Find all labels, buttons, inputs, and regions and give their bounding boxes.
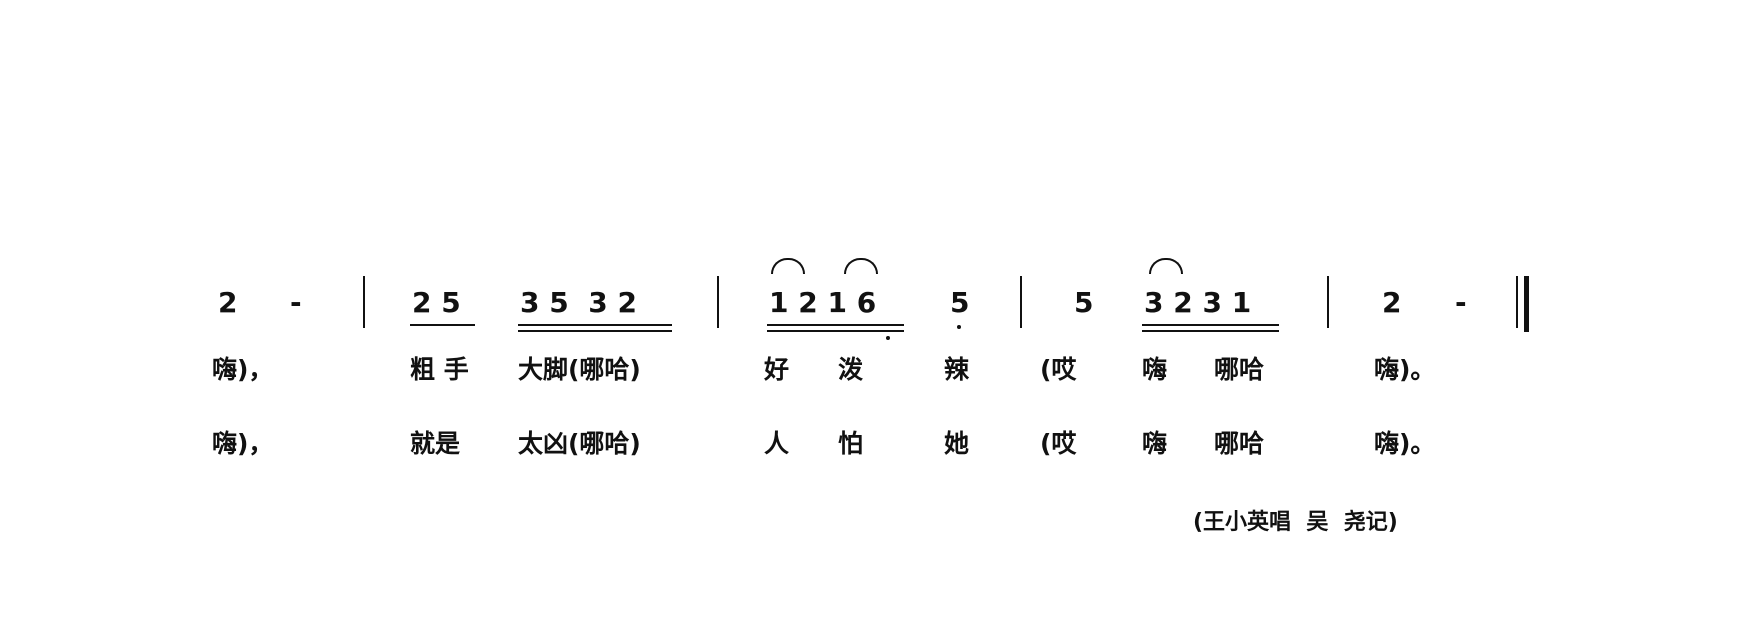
lyric-v1-b: 粗 手 — [410, 355, 469, 384]
barline-2 — [717, 276, 719, 328]
underline-3532-b — [518, 330, 672, 332]
underline-3231-b — [1142, 330, 1279, 332]
lyric-v2-d: 人 — [764, 429, 790, 458]
note-m1-1: 2 — [218, 286, 238, 319]
underline-1216-a — [767, 324, 904, 326]
lyric-v2-e: 怕 — [838, 429, 864, 458]
note-group-1216: 1 2 1 6 — [769, 286, 877, 319]
lyric-v1-f: 辣 — [944, 355, 970, 384]
lyric-v1-i: 哪哈 — [1214, 355, 1265, 384]
lyric-v2-h: 嗨 — [1142, 429, 1168, 458]
dash-m5: - — [1455, 286, 1467, 319]
lyric-v1-a: 嗨)， — [212, 355, 274, 384]
lyric-v1-e: 泼 — [838, 355, 864, 384]
final-barline-thin — [1516, 276, 1518, 328]
note-5-m4: 5 — [1074, 286, 1094, 319]
lyric-v2-j: 嗨)。 — [1374, 429, 1436, 458]
note-5-m3: 5 — [950, 286, 970, 319]
lyric-v2-f: 她 — [944, 429, 970, 458]
lyric-v2-b: 就是 — [410, 429, 461, 458]
note-m5-1: 2 — [1382, 286, 1402, 319]
low-octave-dot-5 — [957, 325, 961, 329]
slur-2 — [844, 258, 878, 274]
barline-4 — [1327, 276, 1329, 328]
underline-1216-b — [767, 330, 904, 332]
dash-m1: - — [290, 286, 302, 319]
lyric-v1-h: 嗨 — [1142, 355, 1168, 384]
note-group-3532: 3 5 3 2 — [520, 286, 637, 319]
low-octave-dot-6 — [886, 336, 890, 340]
lyric-v2-c: 太凶(哪哈) — [518, 429, 641, 458]
barline-1 — [363, 276, 365, 328]
underline-3532-a — [518, 324, 672, 326]
lyric-v1-c: 大脚(哪哈) — [518, 355, 641, 384]
slur-3 — [1149, 258, 1183, 274]
lyric-v2-i: 哪哈 — [1214, 429, 1265, 458]
lyric-v1-j: 嗨)。 — [1374, 355, 1436, 384]
underline-3231-a — [1142, 324, 1279, 326]
performer-credit: (王小英唱 吴 尧记) — [1193, 510, 1398, 535]
underline-25 — [410, 324, 475, 326]
note-group-25: 2 5 — [412, 286, 461, 319]
barline-3 — [1020, 276, 1022, 328]
lyric-v2-g: (哎 — [1040, 429, 1077, 458]
final-barline-thick — [1524, 276, 1529, 332]
note-group-3231: 3 2 3 1 — [1144, 286, 1252, 319]
lyric-v2-a: 嗨)， — [212, 429, 274, 458]
slur-1 — [771, 258, 805, 274]
lyric-v1-d: 好 — [764, 355, 790, 384]
lyric-v1-g: (哎 — [1040, 355, 1077, 384]
